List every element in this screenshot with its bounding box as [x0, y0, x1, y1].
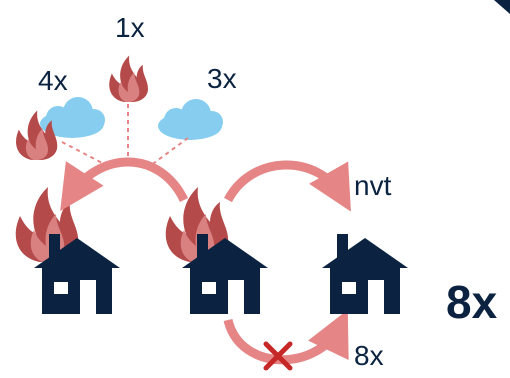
- flame-icon: [109, 55, 148, 102]
- dashed-line: [149, 137, 189, 167]
- house-icon: [322, 234, 408, 314]
- bottom-spread-label: 8x: [354, 340, 384, 371]
- cloud-icon: [158, 99, 223, 140]
- no-spread-label: nvt: [354, 170, 392, 201]
- spread-arrow-bottom: [223, 309, 349, 365]
- total-count-label: 8x: [446, 276, 498, 328]
- right-flame-count-label: 3x: [207, 63, 237, 94]
- dashed-line: [61, 141, 109, 167]
- corner-decoration: [494, 0, 510, 14]
- cross-icon: [263, 341, 293, 371]
- spread-arrow-right: [224, 160, 351, 212]
- spread-arrow-left: [60, 157, 189, 212]
- top-flame-count-label: 1x: [115, 12, 145, 43]
- left-flame-count-label: 4x: [38, 65, 68, 96]
